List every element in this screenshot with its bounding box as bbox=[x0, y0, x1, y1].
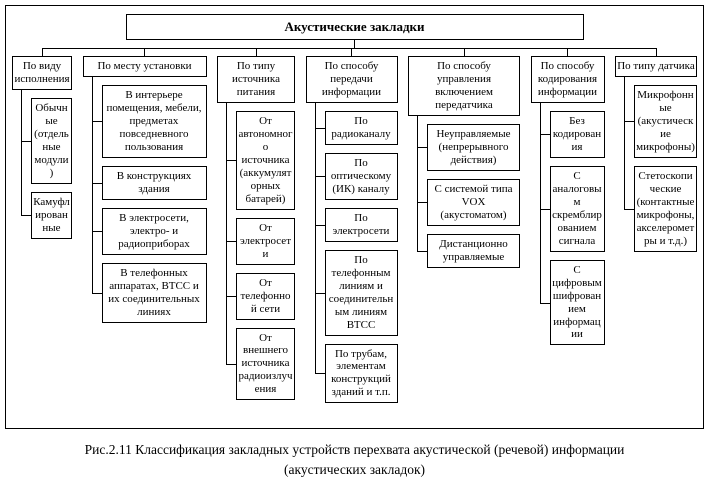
category-header: По способу кодирования информации bbox=[530, 56, 605, 103]
connector-line bbox=[464, 48, 465, 56]
category-columns: По виду исполнения Обычные (отдельные мо… bbox=[12, 56, 697, 404]
leaf-node: Обычные (отдельные модули) bbox=[31, 97, 72, 184]
connector-line bbox=[351, 48, 352, 56]
figure-caption: Рис.2.11 Классификация закладных устройс… bbox=[0, 440, 709, 481]
category-header: По способу управления включением передат… bbox=[408, 56, 520, 116]
leaf-node: Микрофонные (акустические микрофоны) bbox=[634, 84, 697, 158]
connector-line bbox=[354, 40, 355, 48]
category-column-transmission-method: По способу передачи информации По радиок… bbox=[305, 56, 398, 404]
category-header: По виду исполнения bbox=[12, 56, 72, 90]
caption-line-2: (акустических закладок) bbox=[283, 462, 426, 478]
leaf-node: По оптическому (ИК) каналу bbox=[324, 152, 398, 200]
leaf-node: По телефонным линиям и соединительным ли… bbox=[324, 249, 398, 336]
root-node: Акустические закладки bbox=[125, 14, 584, 40]
leaf-node: По трубам, элементам конструкций зданий … bbox=[324, 343, 398, 404]
leaf-node: Дистанционно управляемые bbox=[427, 233, 520, 268]
leaf-node: С системой типа VOX (акустоматом) bbox=[427, 178, 520, 226]
category-column-control-method: По способу управления включением передат… bbox=[408, 56, 520, 268]
leaf-node: В конструкциях здания bbox=[101, 165, 207, 200]
leaf-node: По радиоканалу bbox=[324, 110, 398, 145]
leaf-node: От телефонной сети bbox=[236, 272, 295, 320]
category-column-sensor-type: По типу датчика Микрофонные (акустически… bbox=[615, 56, 697, 252]
connector-line bbox=[656, 48, 657, 56]
tree-connectors bbox=[12, 40, 697, 56]
category-header: По способу передачи информации bbox=[305, 56, 398, 103]
leaf-node: От электросети bbox=[236, 217, 295, 265]
leaf-node: В электросети, электро- и радиоприборах bbox=[101, 207, 207, 255]
leaf-node: Неуправляемые (непрерывного действия) bbox=[427, 123, 520, 171]
leaf-node: Без кодирования bbox=[549, 110, 605, 158]
leaf-node: По электросети bbox=[324, 207, 398, 242]
connector-line bbox=[42, 48, 43, 56]
category-column-design: По виду исполнения Обычные (отдельные мо… bbox=[12, 56, 72, 239]
leaf-node: Стетоскопические (контактные микрофоны, … bbox=[634, 165, 697, 252]
diagram-frame: Акустические закладки По виду исполнения… bbox=[5, 5, 704, 429]
leaf-node: В интерьере помещения, мебели, предметах… bbox=[101, 84, 207, 158]
leaf-node: От автономного источника (аккумуляторных… bbox=[236, 110, 295, 210]
category-column-coding-method: По способу кодирования информации Без ко… bbox=[530, 56, 605, 346]
leaf-node: С цифровым шифрованием информации bbox=[549, 259, 605, 346]
connector-line bbox=[256, 48, 257, 56]
category-header: По типу датчика bbox=[615, 56, 697, 77]
connector-line bbox=[567, 48, 568, 56]
leaf-node: В телефонных аппаратах, ВТСС и их соедин… bbox=[101, 262, 207, 323]
caption-line-1: Рис.2.11 Классификация закладных устройс… bbox=[84, 442, 625, 457]
category-header: По месту установки bbox=[82, 56, 207, 77]
connector-line bbox=[144, 48, 145, 56]
leaf-node: Камуфлированные bbox=[31, 191, 72, 239]
category-header: По типу источника питания bbox=[217, 56, 295, 103]
leaf-node: От внешнего источника радиоизлучения bbox=[236, 327, 295, 401]
leaf-node: С аналоговым скремблированием сигнала bbox=[549, 165, 605, 252]
connector-line bbox=[42, 48, 656, 49]
category-column-power-source: По типу источника питания От автономного… bbox=[217, 56, 295, 401]
category-column-installation-place: По месту установки В интерьере помещения… bbox=[82, 56, 207, 323]
